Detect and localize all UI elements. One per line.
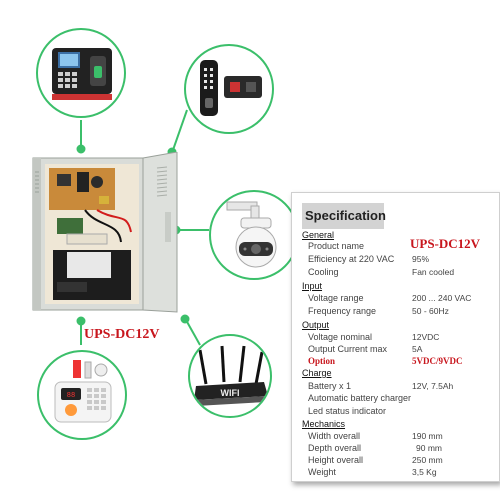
fingerprint-terminal-image (36, 28, 126, 118)
spec-value: 12VDC (412, 332, 440, 342)
spec-label: Height overall (308, 455, 364, 465)
wifi-router-image: WIFI (188, 334, 272, 418)
spec-value: 5A (412, 344, 423, 354)
alarm-system-image: 88 (37, 350, 127, 440)
door-lock-image (184, 44, 274, 134)
spec-label: Width overall (308, 431, 361, 441)
ptz-camera-image (209, 190, 299, 280)
spec-value-option: 5VDC/9VDC (412, 356, 463, 366)
section-mechanics: Mechanics (302, 419, 346, 429)
router-label: WIFI (221, 388, 240, 398)
spec-label: Cooling (308, 267, 339, 277)
svg-text:88: 88 (67, 392, 75, 400)
spec-value: 3,5 Kg (412, 467, 437, 477)
spec-label: Battery x 1 (308, 381, 352, 391)
spec-value: Fan cooled (412, 267, 455, 277)
spec-label: Led status indicator (308, 406, 387, 416)
spec-label-option: Option (308, 356, 336, 366)
spec-label: Weight (308, 467, 336, 477)
section-charge: Charge (302, 368, 332, 378)
product-model-label: UPS-DC12V (84, 327, 160, 342)
spec-label: Efficiency at 220 VAC (308, 254, 395, 264)
spec-value-product-name: UPS-DC12V (410, 236, 481, 251)
spec-label: Output Current max (308, 344, 388, 354)
spec-label: Frequency range (308, 306, 377, 316)
spec-value: 190 mm (412, 431, 443, 441)
spec-label: Voltage range (308, 293, 364, 303)
spec-value: 50 - 60Hz (412, 306, 449, 316)
spec-label: Product name (308, 241, 365, 251)
spec-value: 95% (412, 254, 430, 264)
spec-title: Specification (302, 203, 386, 229)
spec-value: 90 mm (416, 443, 442, 453)
specification-panel: Specification General Product name UPS-D… (291, 192, 500, 482)
spec-value: 12V, 7.5Ah (412, 381, 454, 391)
spec-label: Voltage nominal (308, 332, 373, 342)
spec-value: 200 ... 240 VAC (412, 293, 472, 303)
section-output: Output (302, 320, 330, 330)
spec-value: 250 mm (412, 455, 443, 465)
ups-enclosure (27, 151, 180, 315)
spec-label: Automatic battery charger (308, 393, 412, 403)
spec-label: Depth overall (308, 443, 362, 453)
section-input: Input (302, 281, 323, 291)
section-general: General (302, 230, 335, 240)
